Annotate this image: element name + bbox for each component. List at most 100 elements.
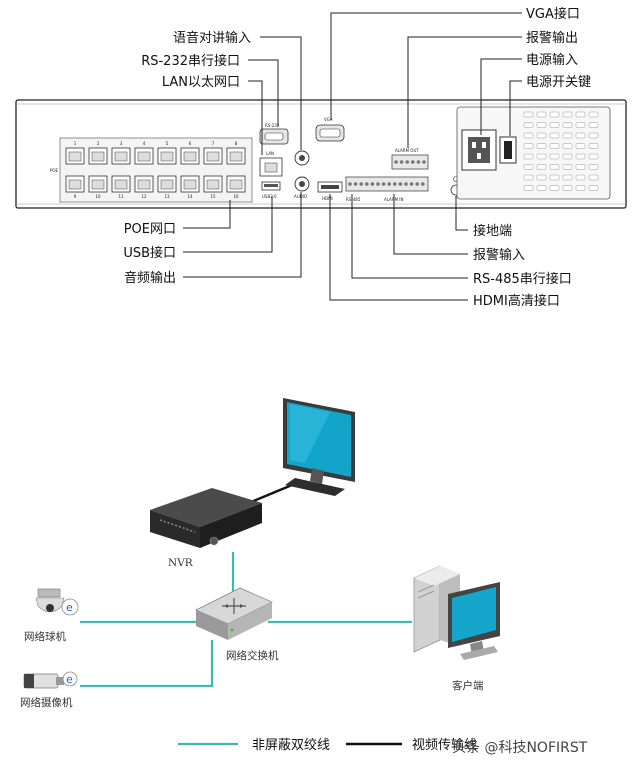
terminal-screw [394, 160, 398, 164]
vent-slot [549, 174, 560, 181]
poe-port: 15 [203, 175, 223, 199]
callout-alarm-input: 报警输入 [473, 247, 525, 263]
poe-port: 16 [226, 175, 246, 199]
vent-slot [562, 122, 573, 128]
poe-port-number: 8 [235, 141, 238, 146]
terminal-screw [376, 182, 380, 186]
vga-panel-label: VGA [324, 117, 333, 122]
network-switch-icon [195, 587, 273, 640]
bullet-camera-icon: e [23, 671, 78, 689]
poe-port-number: 14 [187, 194, 193, 199]
poe-port-number: 2 [97, 141, 100, 146]
callout-alarm-output: 报警输出 [526, 30, 578, 46]
poe-panel-label: POE [50, 168, 59, 173]
poe-port: 7 [203, 141, 223, 165]
vent-slot [549, 185, 560, 191]
poe-port: 2 [88, 141, 108, 165]
callout-hdmi-port: HDMI高清接口 [473, 293, 560, 309]
poe-port-number: 12 [141, 194, 147, 199]
poe-port: 5 [157, 141, 177, 165]
terminal-screw [421, 182, 425, 186]
poe-port-number: 4 [143, 141, 146, 146]
callout-lines [183, 12, 522, 301]
vent-slot [562, 132, 573, 139]
poe-port: 12 [134, 175, 154, 199]
vent-slot [536, 174, 547, 181]
legend-video-label: 视频传输线 [412, 737, 477, 753]
vent-slot [588, 185, 599, 191]
vent-slot [588, 143, 599, 149]
rs232-connector: RS-232 [259, 123, 289, 145]
poe-port-number: 7 [212, 141, 215, 146]
bullet-camera-label: 网络摄像机 [20, 696, 73, 709]
vent-slot [562, 153, 573, 160]
poe-port: 3 [111, 141, 131, 165]
terminal-screw [353, 182, 358, 186]
callout-rs232-port: RS-232串行接口 [141, 53, 240, 69]
poe-port-number: 15 [210, 194, 216, 199]
usb-panel-label: USB3.0 [262, 194, 277, 199]
vent-slot [536, 153, 547, 160]
poe-port-number: 10 [95, 194, 101, 199]
vent-slot [549, 164, 560, 170]
vent-slot [562, 164, 573, 170]
callout-vga-port: VGA接口 [526, 6, 580, 22]
terminal-screw [381, 182, 386, 186]
alarm-out-panel-label: ALARM OUT [395, 148, 419, 153]
poe-port: 9 [65, 175, 85, 199]
vent-slot [588, 174, 599, 181]
vent-slot [562, 185, 573, 191]
poe-port: 11 [111, 175, 131, 199]
terminal-screw [404, 182, 408, 186]
power-module [456, 106, 611, 200]
vent-slot [523, 132, 534, 139]
vent-slot [575, 164, 586, 170]
e-logo-icon: e [66, 673, 73, 686]
nvr-device-icon [150, 488, 262, 548]
vent-slot [575, 185, 586, 191]
vent-slot [523, 174, 534, 181]
hdmi-connector: HDMI [317, 181, 343, 201]
vent-slot [549, 111, 560, 118]
usb-port: USB3.0 [261, 181, 281, 199]
terminal-screw [370, 182, 375, 186]
vent-slot [575, 174, 586, 181]
dome-camera-icon: e [35, 588, 79, 616]
vent-slot [523, 153, 534, 160]
terminal-screw [416, 160, 421, 164]
terminal-screw [399, 160, 404, 164]
callout-lan-port: LAN以太网口 [162, 75, 240, 90]
vent-slot [523, 122, 534, 128]
vent-slot [588, 153, 599, 160]
vent-slot [523, 185, 534, 191]
callout-power-input: 电源输入 [526, 52, 578, 68]
poe-port: 14 [180, 175, 200, 199]
callout-rs485-port: RS-485串行接口 [473, 271, 572, 287]
terminal-screw [387, 182, 392, 186]
vent-slot [588, 122, 599, 128]
terminal-screw [405, 160, 410, 164]
terminal-screw [365, 182, 369, 186]
vent-slot [536, 132, 547, 139]
legend-utp-label: 非屏蔽双绞线 [252, 737, 330, 753]
poe-port-number: 5 [166, 141, 169, 146]
terminal-screw [422, 160, 426, 164]
vent-slot [549, 143, 560, 149]
e-logo-icon: e [66, 601, 73, 614]
poe-port: 4 [134, 141, 154, 165]
terminal-screw [411, 160, 415, 164]
dome-camera-label: 网络球机 [24, 630, 66, 643]
vent-slot [575, 111, 586, 118]
nvr-label: NVR [168, 557, 194, 569]
vent-slot [562, 174, 573, 181]
poe-port: 8 [226, 141, 246, 165]
vent-slot [588, 132, 599, 139]
vent-slot [575, 153, 586, 160]
callout-power-switch: 电源开关键 [526, 75, 591, 90]
vent-slot [536, 164, 547, 170]
vent-slot [549, 132, 560, 139]
vent-slot [562, 143, 573, 149]
hdmi-panel-label: HDMI [322, 196, 333, 201]
poe-port-number: 1 [74, 141, 77, 146]
vent-slot [575, 143, 586, 149]
